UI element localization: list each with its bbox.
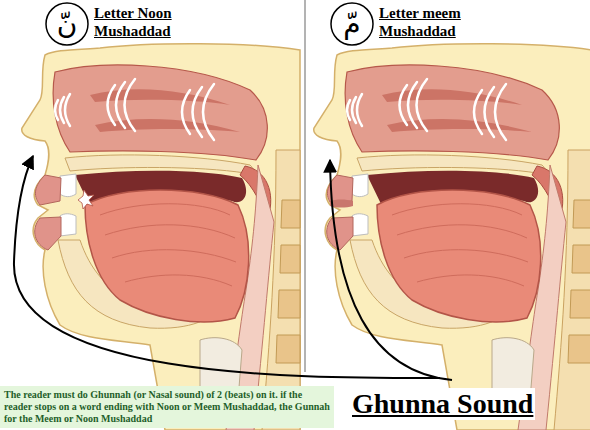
node-text: The reader must do Ghunnah (or Nasal sou… xyxy=(4,389,330,425)
ghunna-label: Ghunna Sound xyxy=(350,388,535,420)
letter-title: Letter meem Mushaddad xyxy=(379,4,504,40)
leader-arrow xyxy=(14,156,440,378)
circle-outline xyxy=(46,3,88,45)
leader-arrow xyxy=(330,160,452,380)
head-section-meem xyxy=(314,44,590,430)
letter-circle: مّ xyxy=(330,2,374,46)
letter-circle: نّ xyxy=(45,2,89,46)
tongue-tip-contact xyxy=(78,190,94,209)
circle-outline xyxy=(331,3,373,45)
divider-line xyxy=(304,0,306,372)
letter-title: Letter Noon Mushaddad xyxy=(94,4,219,40)
node-text: مّ xyxy=(343,10,360,38)
note-box: The reader must do Ghunnah (or Nasal sou… xyxy=(0,386,334,428)
head-section-noon xyxy=(22,44,300,430)
node-text: نّ xyxy=(57,10,78,38)
closed-lips xyxy=(330,200,353,208)
